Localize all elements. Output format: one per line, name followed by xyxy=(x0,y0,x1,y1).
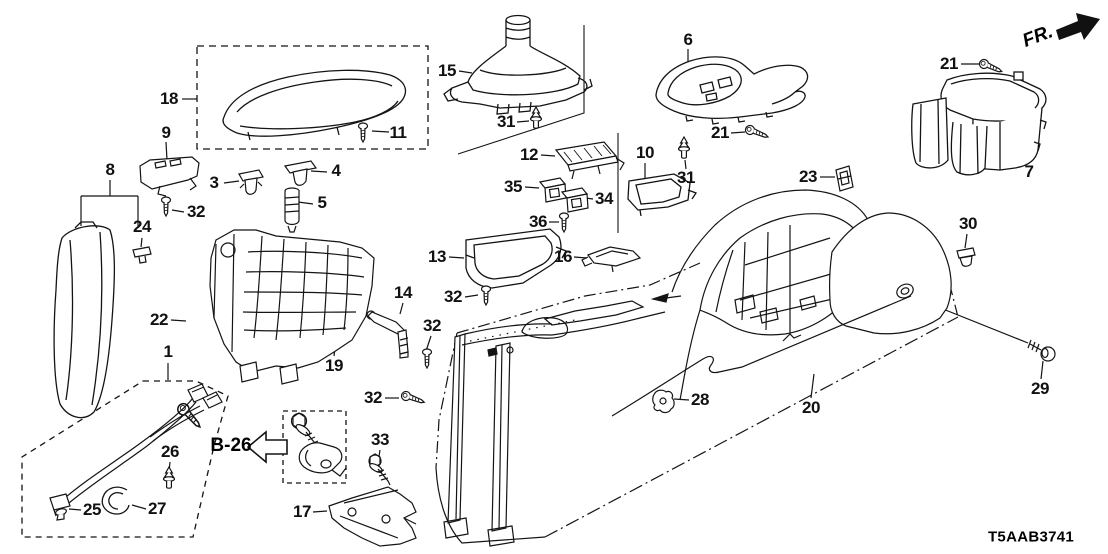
part-30-nut xyxy=(956,247,976,267)
callout-32-8: 32 xyxy=(187,202,205,221)
callout-9-2: 9 xyxy=(161,123,171,142)
part-27-band xyxy=(101,486,130,515)
callout-31-19: 31 xyxy=(677,168,695,187)
callout-35-12: 35 xyxy=(504,177,522,196)
part-25-clip xyxy=(55,508,67,521)
part-26-clip xyxy=(162,466,176,489)
part-28-grommet xyxy=(652,389,675,414)
callout-28-27: 28 xyxy=(691,390,709,409)
part-33-bolt xyxy=(368,453,391,486)
harness-dashed-box xyxy=(21,380,229,538)
screw-32b xyxy=(480,285,492,306)
callout-25-36: 25 xyxy=(83,500,101,519)
screw-36 xyxy=(558,212,570,233)
callout-22-28: 22 xyxy=(150,310,168,329)
callout-7-22: 7 xyxy=(1024,162,1034,181)
part-14-rod xyxy=(366,310,409,359)
part-17-bracket xyxy=(328,486,417,547)
callout-32-34: 32 xyxy=(364,388,382,407)
callout-17-39: 17 xyxy=(293,502,311,521)
callout-33-38: 33 xyxy=(371,430,389,449)
part-7-cupholder xyxy=(911,71,1047,176)
callout-19-30: 19 xyxy=(325,356,343,375)
part-3-clip xyxy=(238,169,264,195)
part-24-clip xyxy=(132,246,152,264)
callout-26-35: 26 xyxy=(161,442,179,461)
part-19-frame xyxy=(209,229,375,385)
part-12-plate xyxy=(554,141,625,180)
callout-11-1: 11 xyxy=(389,123,407,142)
callout-18-0: 18 xyxy=(160,89,178,108)
part-23-clip xyxy=(835,165,854,192)
part-5-cylinder xyxy=(284,187,300,233)
clip-31b xyxy=(677,136,691,159)
b26-reference-label: B-26 xyxy=(210,435,252,456)
part-6-shifter-trim xyxy=(655,56,809,125)
part-16-latch xyxy=(581,246,642,273)
part-29-fastener xyxy=(1027,339,1056,362)
part-8-side-garnish xyxy=(53,221,116,419)
callout-32-33: 32 xyxy=(423,316,441,335)
callout-36-14: 36 xyxy=(529,212,547,231)
screw-32a xyxy=(160,196,172,217)
screw-21a xyxy=(977,57,1005,74)
callout-6-17: 6 xyxy=(683,30,693,49)
part-10-tray xyxy=(627,173,697,217)
callout-20-26: 20 xyxy=(802,398,820,417)
screw-11 xyxy=(357,122,369,143)
callout-21-20: 21 xyxy=(711,123,729,142)
part-15-shift-boot xyxy=(443,14,593,115)
callout-8-3: 8 xyxy=(105,160,115,179)
callout-4-5: 4 xyxy=(331,161,341,180)
part-9-bracket xyxy=(139,156,200,197)
callout-3-4: 3 xyxy=(209,173,219,192)
callout-34-13: 34 xyxy=(595,189,613,208)
callout-29-25: 29 xyxy=(1031,379,1049,398)
fr-arrow-icon xyxy=(1056,13,1100,40)
callout-30-24: 30 xyxy=(959,214,977,233)
part-1-harness xyxy=(49,383,223,517)
callout-24-7: 24 xyxy=(133,217,151,236)
callout-32-32: 32 xyxy=(444,287,462,306)
callout-16-16: 16 xyxy=(554,247,572,266)
callout-21-21: 21 xyxy=(940,54,958,73)
clip-31a xyxy=(529,106,543,129)
screw-32d xyxy=(400,390,427,405)
part-20-console-body xyxy=(435,189,959,547)
callout-13-15: 13 xyxy=(428,247,446,266)
part-b26-bolt-clamp xyxy=(290,412,347,477)
part-4-clip xyxy=(283,160,318,186)
part-18-armrest xyxy=(222,69,407,141)
boundary-lines xyxy=(457,25,619,233)
diagram-code: T5AAB3741 xyxy=(987,528,1075,546)
callout-5-6: 5 xyxy=(317,193,327,212)
screw-32c xyxy=(421,348,433,369)
armrest-dashed-box xyxy=(196,45,429,150)
part-34-switch xyxy=(560,187,589,213)
b26-arrow-icon xyxy=(246,430,288,464)
screw-21b xyxy=(744,124,771,139)
callout-23-23: 23 xyxy=(799,167,817,186)
callout-31-10: 31 xyxy=(497,112,515,131)
callout-1-29: 1 xyxy=(163,342,173,361)
callout-15-9: 15 xyxy=(438,61,456,80)
callout-27-37: 27 xyxy=(148,499,166,518)
callout-10-18: 10 xyxy=(636,143,654,162)
callout-12-11: 12 xyxy=(520,145,538,164)
screw-22 xyxy=(174,400,207,430)
part-13-tray xyxy=(465,228,567,289)
callout-14-31: 14 xyxy=(394,283,412,302)
part-35-switch xyxy=(538,177,567,203)
